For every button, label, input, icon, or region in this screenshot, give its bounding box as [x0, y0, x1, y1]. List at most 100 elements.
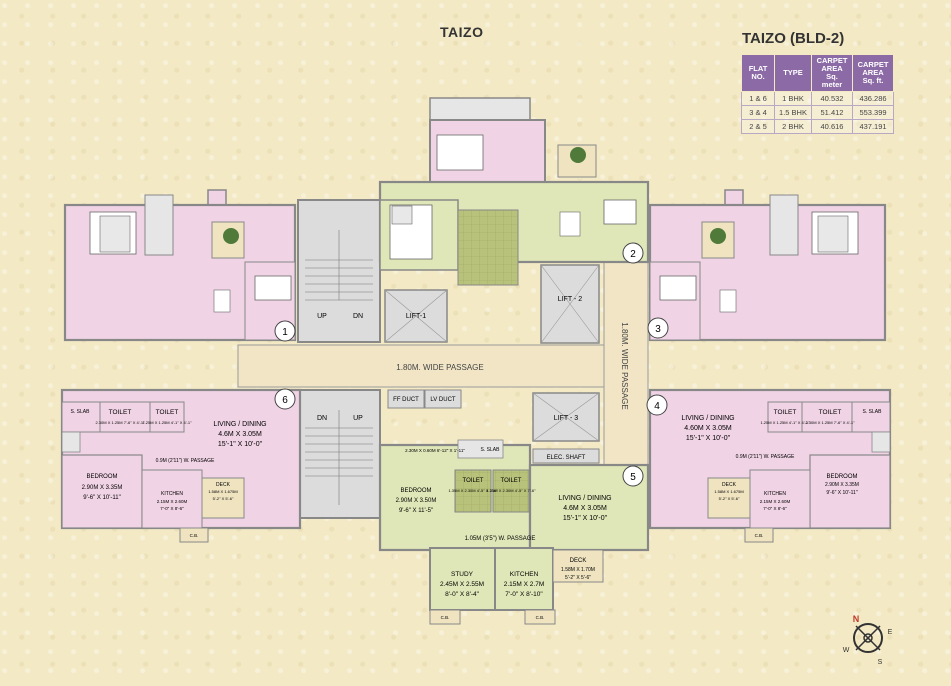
deck-dims-m: 1.58M X 1.675M — [714, 489, 743, 494]
bedroom-dims-m: 2.90M X 3.35M — [82, 485, 123, 491]
kitchen-dims-m: 2.15M X 2.60M — [157, 499, 188, 504]
elec-shaft-label: ELEC. SHAFT — [547, 455, 586, 461]
cell-type: 1 BHK — [774, 91, 812, 106]
stair-up-label: UP — [317, 313, 327, 320]
kitchen-dims-m: 2.15M X 2.7M — [504, 581, 544, 588]
kitchen-dims-m: 2.15M X 2.60M — [760, 499, 791, 504]
flat-number-2: 2 — [630, 249, 636, 260]
compass-west: W — [843, 647, 850, 654]
stair-up-label: UP — [353, 415, 363, 422]
table-row: 3 & 4 1.5 BHK 51.412 553.399 — [741, 105, 894, 120]
kitchen-label: KITCHEN — [510, 571, 539, 578]
bedroom-label: BEDROOM — [86, 474, 117, 480]
toilet-label: TOILET — [156, 409, 179, 416]
deck-label: DECK — [722, 482, 737, 488]
kitchen-dims-ft: 7'-0" X 8'-10" — [505, 591, 543, 598]
flat-number-5: 5 — [630, 472, 636, 483]
study-label: STUDY — [451, 571, 474, 578]
bedroom-dims-ft: 9'-6" X 10'-11" — [826, 490, 857, 496]
deck-dims-ft: 5'-2" X 5'-6" — [565, 575, 591, 581]
deck-dims-ft: 5'-2" X 5'-6" — [719, 496, 740, 501]
living-dims-m: 4.6M X 3.05M — [218, 431, 262, 438]
cell-area-sqm: 40.616 — [811, 119, 853, 134]
bedroom-dims-m: 2.90M X 3.50M — [396, 498, 437, 504]
living-label: LIVING / DINING — [213, 421, 266, 428]
header-area-sqft: CARPET AREA Sq. ft. — [852, 54, 894, 92]
stair-dn-label: DN — [317, 415, 327, 422]
passage-label: 1.05M (3'5") W. PASSAGE — [465, 536, 536, 542]
toilet-dims: 1.25M X 1.25M 4'-1" X 4'-1" — [142, 420, 192, 425]
bedroom-dims-ft: 9'-6" X 11'-5" — [399, 508, 433, 514]
living-dims-ft: 15'-1" X 10'-0" — [563, 515, 608, 522]
lift-1-label: LIFT-1 — [406, 313, 426, 320]
deck-label: DECK — [216, 482, 231, 488]
flat-2: 2 — [378, 97, 650, 286]
passage-label: 0.9M (2'11") W. PASSAGE — [156, 458, 215, 464]
toilet-dims: 1.35M X 2.30M 4'-5" X 7'-6" — [486, 488, 536, 493]
flat-number-6: 6 — [282, 395, 288, 406]
area-table-title: TAIZO (BLD-2) — [742, 30, 845, 47]
deck-dims-ft: 5'-2" X 5'-6" — [213, 496, 234, 501]
deck-label: DECK — [570, 558, 587, 564]
cell-area-sqft: 437.191 — [852, 119, 894, 134]
study-dims-m: 2.45M X 2.55M — [440, 581, 484, 588]
living-label: LIVING / DINING — [558, 495, 611, 502]
table-row: 1 & 6 1 BHK 40.532 436.286 — [741, 91, 894, 106]
passage-vertical-label: 1.80M. WIDE PASSAGE — [620, 322, 629, 409]
flat-number-1: 1 — [282, 327, 288, 338]
flat-number-3: 3 — [655, 324, 661, 335]
toilet-label: TOILET — [819, 409, 842, 416]
flat-number-4: 4 — [654, 401, 660, 412]
compass-south: S — [878, 659, 883, 666]
cell-area-sqm: 40.532 — [811, 91, 853, 106]
cell-type: 2 BHK — [774, 119, 812, 134]
header-flat-no: FLAT NO. — [741, 54, 775, 92]
toilet-label: TOILET — [109, 409, 132, 416]
compass-north: N — [853, 614, 860, 624]
lv-duct-label: LV DUCT — [430, 397, 456, 403]
compass-icon: N E S W — [843, 614, 893, 666]
flat-4: 4 TOILET 1.25M X 1.25M 4'-1" X 4'-1" TOI… — [646, 388, 892, 543]
kitchen-dims-ft: 7'-0" X 8'-6" — [160, 506, 184, 511]
header-type: TYPE — [774, 54, 812, 92]
deck-dims-m: 1.58M X 1.675M — [208, 489, 237, 494]
lift-3-label: LIFT - 3 — [554, 415, 578, 422]
kitchen-label: KITCHEN — [161, 491, 183, 497]
toilet-dims: 2.30M X 1.25M 7'-6" X 4'-1" — [805, 420, 855, 425]
cb-label: C.B. — [441, 615, 450, 620]
stair-dn-label: DN — [353, 313, 363, 320]
study-dims-ft: 8'-0" X 8'-4" — [445, 591, 480, 598]
flat-5: 5 S. SLAB 2.30M X 0.60M 6'-12" X 1'-11" … — [378, 439, 650, 625]
cb-label: C.B. — [190, 533, 199, 538]
ff-duct-label: FF DUCT — [393, 397, 419, 403]
bedroom-label: BEDROOM — [826, 474, 857, 480]
living-dims-ft: 15'-1" X 10'-0" — [218, 441, 263, 448]
toilet-dims: 2.30M X 1.25M 7'-6" X 4'-1" — [95, 420, 145, 425]
table-row: 2 & 5 2 BHK 40.616 437.191 — [741, 119, 894, 134]
flat-1: 1 — [63, 189, 297, 342]
bedroom-dims-m: 2.90M X 3.35M — [825, 482, 859, 488]
living-dims-m: 4.60M X 3.05M — [684, 425, 732, 432]
toilet-dims: 1.35M X 2.30M 4'-5" X 7'-6" — [448, 488, 498, 493]
core-right: LIFT - 2 LIFT - 3 ELEC. SHAFT — [532, 264, 600, 464]
flat-6: 6 TOILET 2.30M X 1.25M 7'-6" X 4'-1" TOI… — [60, 388, 302, 543]
kitchen-dims-ft: 7'-0" X 8'-6" — [763, 506, 787, 511]
toilet-label: TOILET — [501, 478, 522, 484]
living-label: LIVING / DINING — [681, 415, 734, 422]
passage-label: 0.9M (2'11") W. PASSAGE — [736, 454, 795, 460]
central-passage: 1.80M. WIDE PASSAGE 1.80M. WIDE PASSAGE — [237, 261, 649, 473]
bedroom-label: BEDROOM — [400, 488, 431, 494]
cb-label: C.B. — [536, 615, 545, 620]
bedroom-dims-ft: 9'-6" X 10'-11" — [83, 495, 120, 501]
plan-title: TAIZO — [440, 24, 484, 40]
compass-east: E — [888, 629, 893, 636]
carpet-area-table: FLAT NO. TYPE CARPET AREA Sq. meter CARP… — [741, 54, 894, 134]
cell-flat-no: 1 & 6 — [741, 91, 775, 106]
cell-flat-no: 3 & 4 — [741, 105, 775, 120]
core-left: UP DN DN UP LIFT-1 FF DUCT LV DUCT — [297, 199, 462, 519]
toilet-label: TOILET — [774, 409, 797, 416]
living-dims-m: 4.6M X 3.05M — [563, 505, 607, 512]
passage-label: 1.80M. WIDE PASSAGE — [396, 363, 483, 372]
kitchen-label: KITCHEN — [764, 491, 786, 497]
